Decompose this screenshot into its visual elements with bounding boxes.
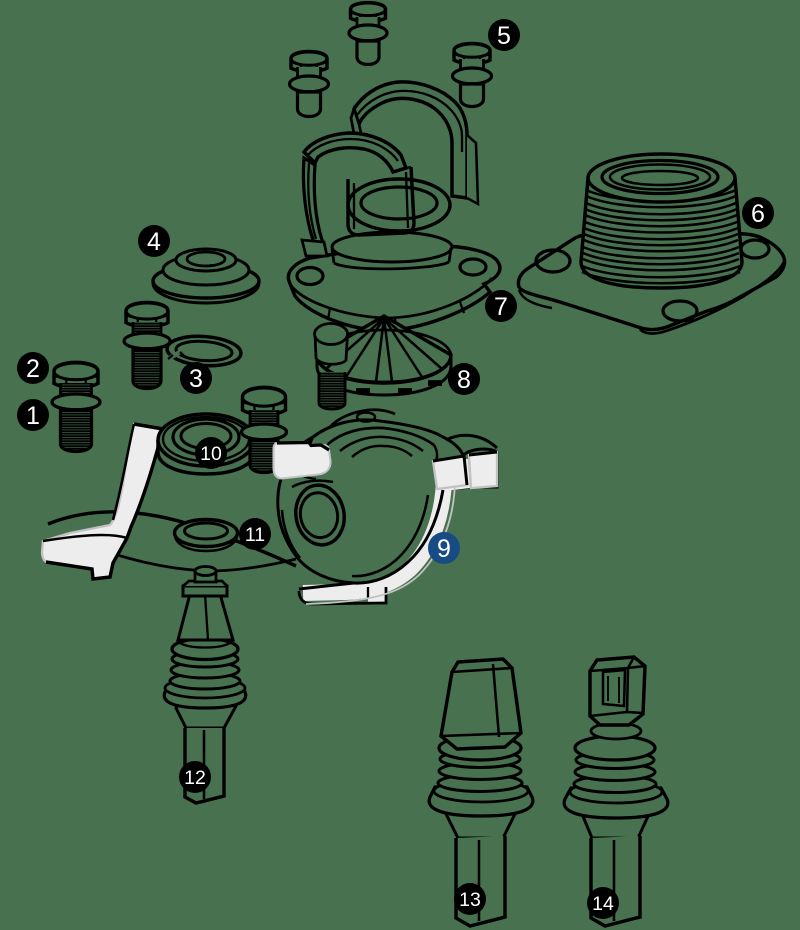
svg-text:5: 5 — [497, 22, 511, 50]
svg-text:10: 10 — [200, 443, 222, 465]
svg-text:4: 4 — [147, 228, 161, 256]
svg-text:11: 11 — [245, 524, 265, 546]
svg-text:1: 1 — [26, 402, 40, 430]
svg-text:12: 12 — [184, 767, 206, 789]
svg-text:3: 3 — [189, 365, 203, 393]
svg-text:2: 2 — [26, 355, 40, 383]
svg-text:13: 13 — [459, 889, 481, 911]
svg-text:8: 8 — [457, 366, 471, 394]
svg-text:6: 6 — [751, 200, 765, 228]
svg-text:14: 14 — [592, 893, 614, 915]
svg-text:7: 7 — [494, 293, 508, 321]
svg-text:9: 9 — [437, 535, 451, 563]
